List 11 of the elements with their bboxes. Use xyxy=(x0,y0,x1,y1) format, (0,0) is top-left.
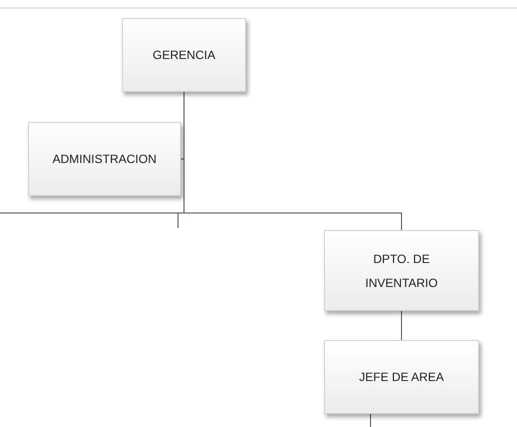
org-box xyxy=(324,340,479,414)
connector-line xyxy=(370,414,371,427)
org-box xyxy=(122,18,246,92)
org-box xyxy=(28,122,181,196)
box-label: JEFE DE AREA xyxy=(359,369,444,386)
box-label: DPTO. DE INVENTARIO xyxy=(364,250,439,292)
connector-line xyxy=(178,92,184,228)
connector-line xyxy=(401,310,402,340)
org-box xyxy=(324,230,479,311)
box-label: GERENCIA xyxy=(152,47,216,64)
box-label: ADMINISTRACION xyxy=(52,151,156,168)
